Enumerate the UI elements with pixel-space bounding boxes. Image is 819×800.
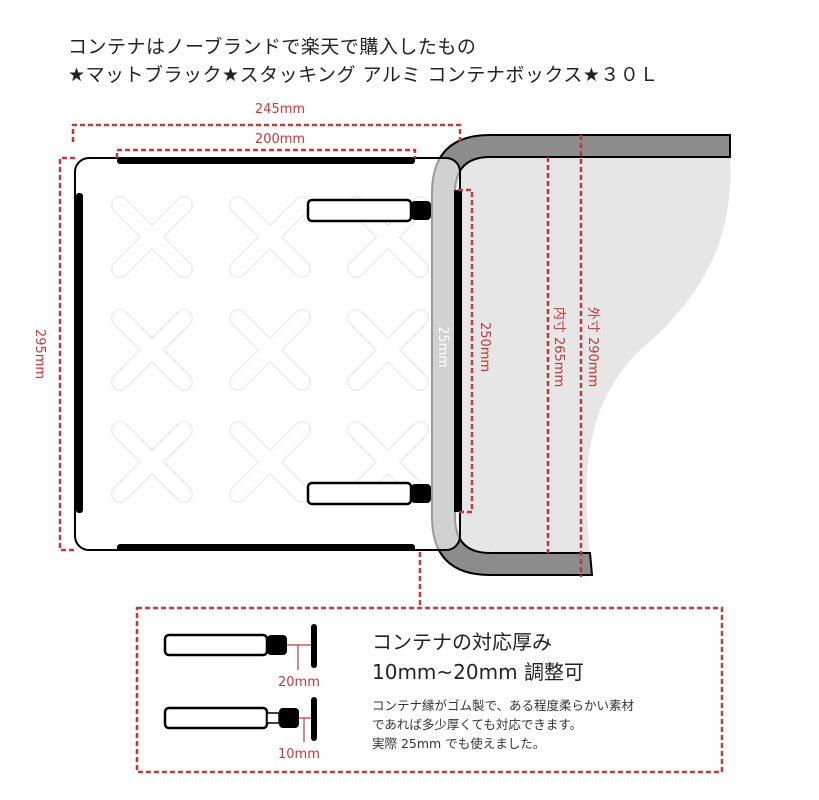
info-heading-1: コンテナの対応厚み [372,630,552,654]
info-desc-2: であれば多少厚くても対応できます。 [372,717,582,732]
label-outer-width: 245mm [255,102,305,117]
x-mark [112,422,192,502]
clamp-bottom [306,481,431,506]
label-10mm: 10mm [278,747,320,762]
label-rim-thickness: 25mm [435,326,450,368]
container-body [455,157,731,553]
clamp-top [306,198,431,223]
title-line-1: コンテナはノーブランドで楽天で購入したもの [68,36,477,58]
info-desc-1: コンテナ縁がゴム製で、ある程度柔らかい素材 [372,698,634,713]
label-outer-size: 外寸 290mm [585,307,600,387]
x-mark [230,422,310,502]
label-20mm: 20mm [278,675,320,690]
x-mark [230,310,310,390]
info-desc-3: 実際 25mm でも使えました。 [372,736,545,751]
x-mark [112,310,192,390]
clamp-10mm [163,697,317,742]
right-bar [454,190,462,512]
info-heading-2: 10mm~20mm 調整可 [372,660,584,684]
top-bar [117,157,415,164]
x-mark [230,197,310,277]
x-mark [112,197,192,277]
x-pattern [111,196,429,503]
bottom-bar [117,544,415,551]
clamp-20mm [163,624,317,670]
label-inner-size: 内寸 265mm [551,307,567,387]
title-line-2: ★マットブラック★スタッキング アルミ コンテナボックス★３０Ｌ [68,64,659,86]
label-bar-depth: 250mm [477,322,492,372]
x-mark [348,310,428,390]
label-bar-width: 200mm [255,132,305,147]
info-box [135,606,724,774]
left-bar [76,193,83,513]
label-outer-depth: 295mm [32,329,47,379]
